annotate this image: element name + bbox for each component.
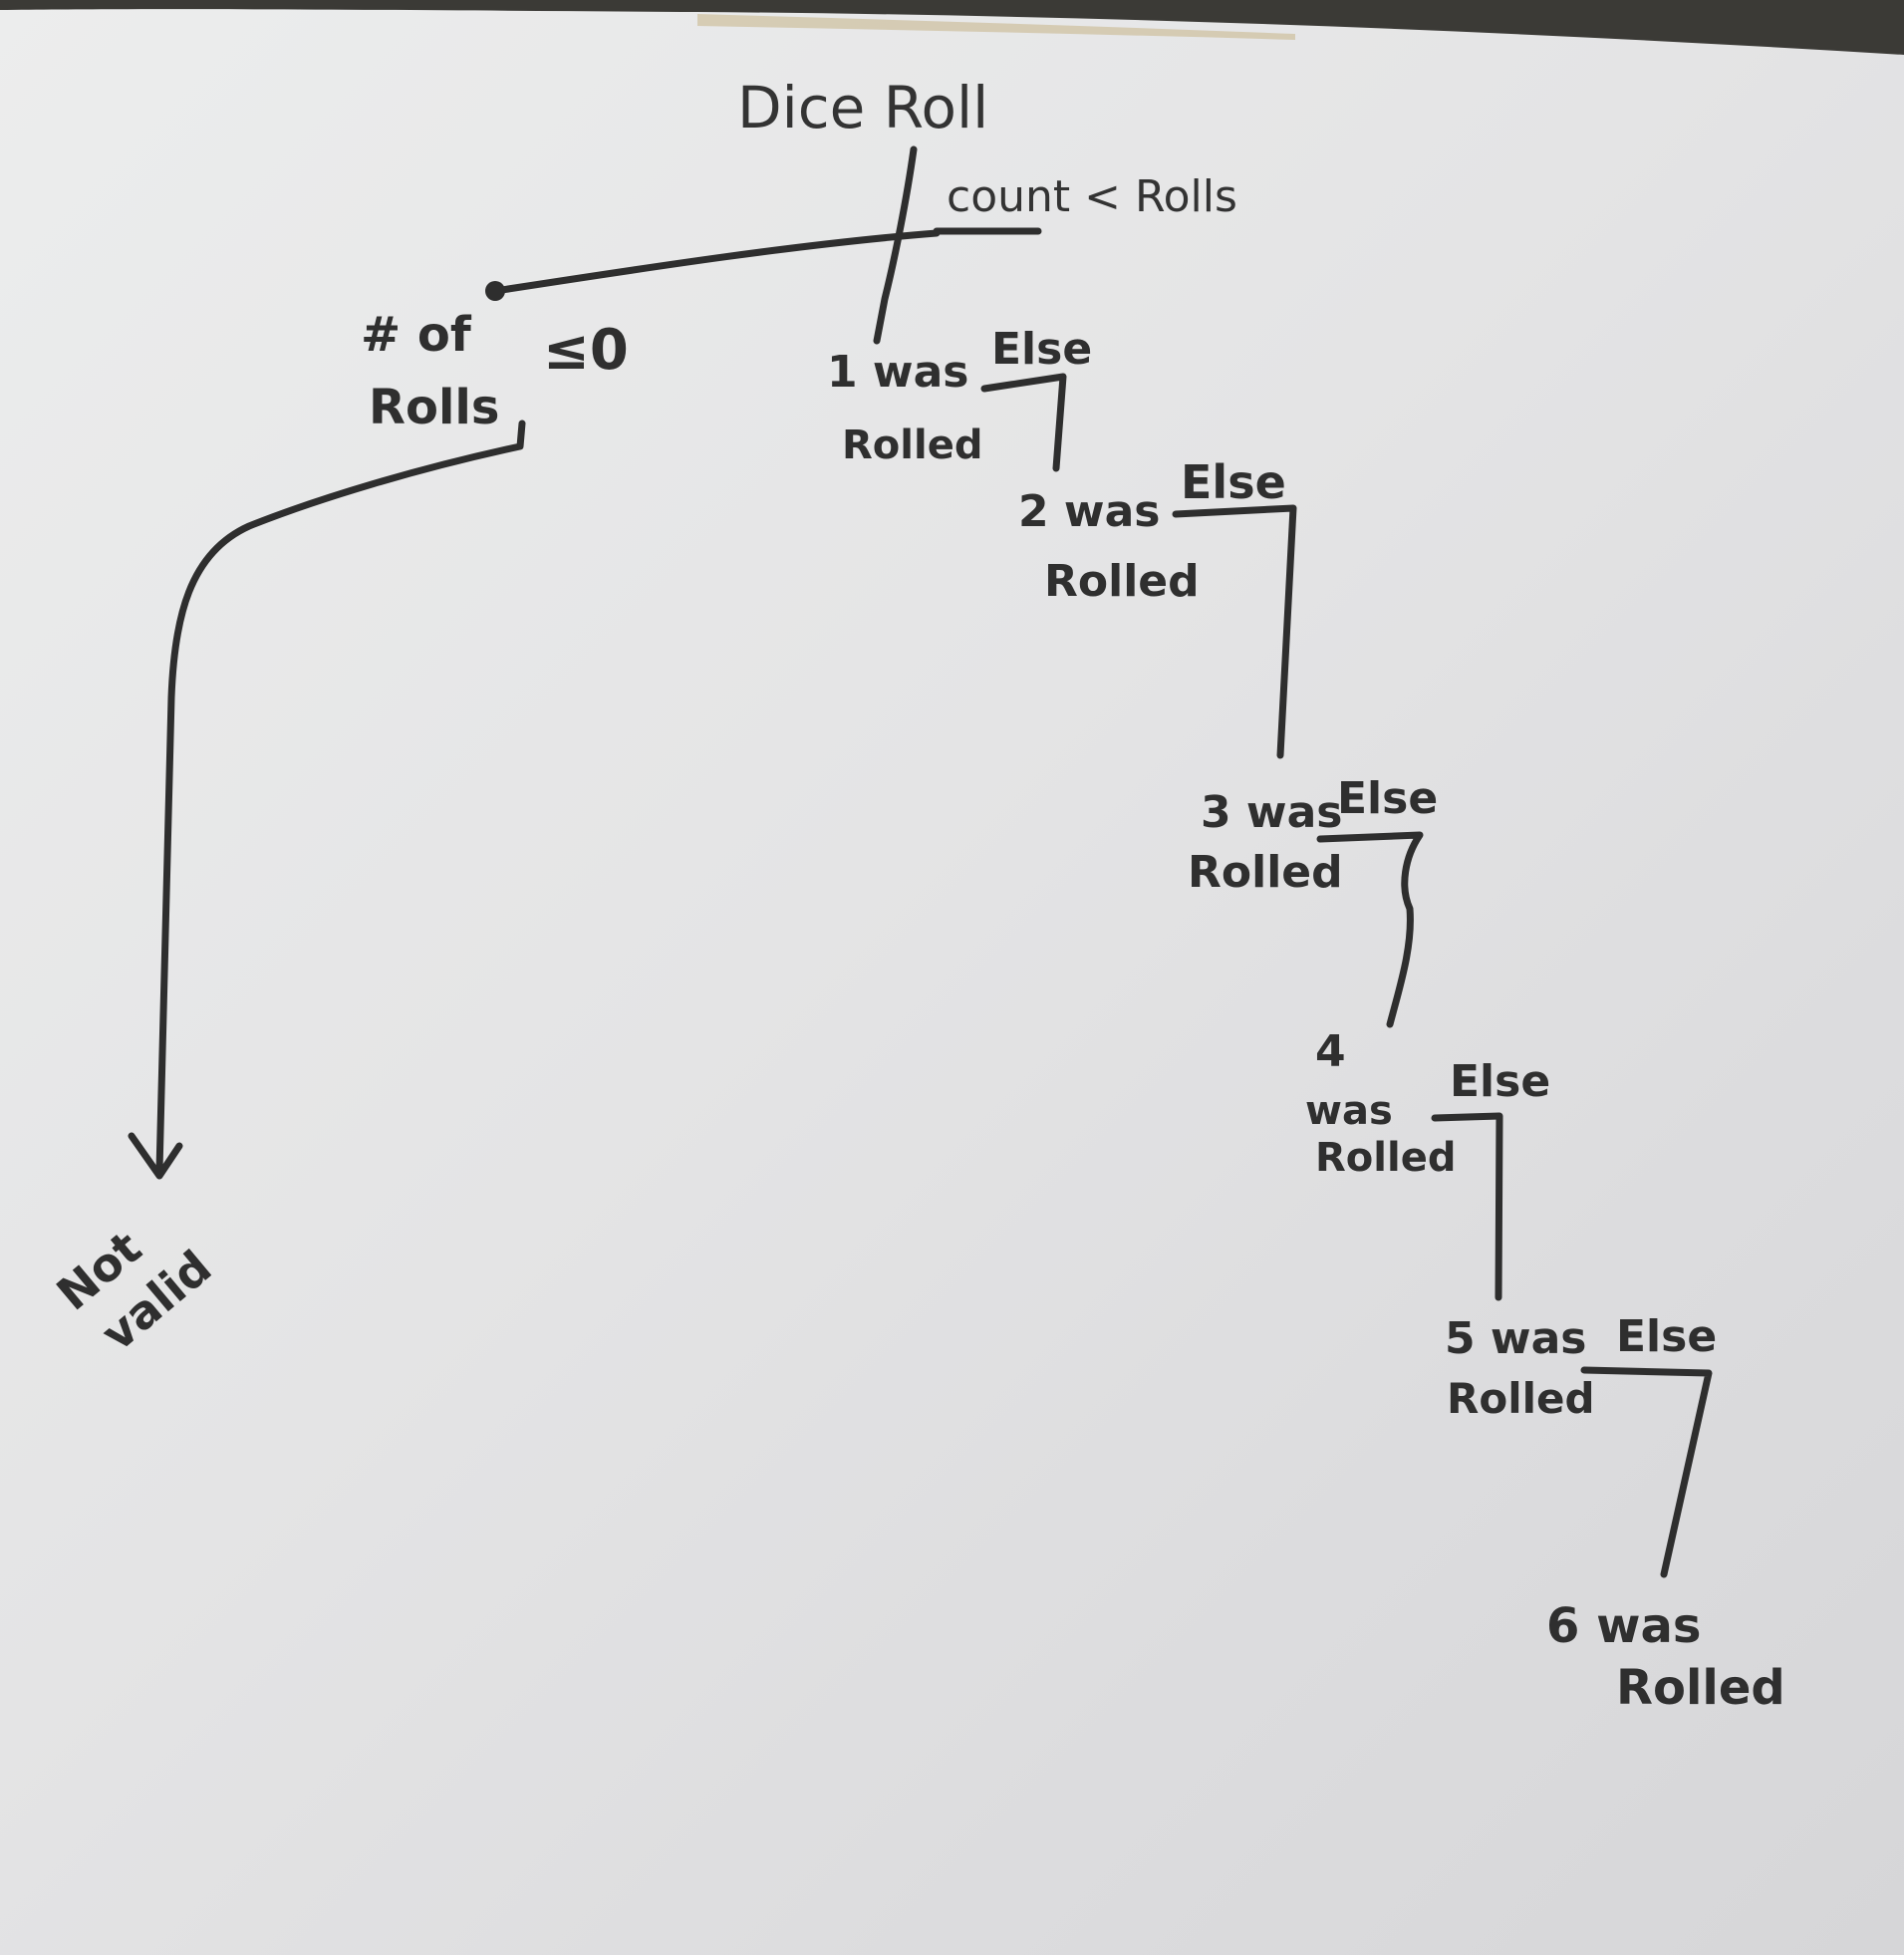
node-6-line2: Rolled	[1616, 1660, 1785, 1716]
loop-condition: count < Rolls	[947, 171, 1237, 222]
node-1-line1: 1 was	[827, 347, 968, 398]
not-valid-result: Not valid	[47, 1221, 222, 1361]
guard-to-not-valid-arrow	[155, 419, 526, 1175]
title-to-node1-line	[873, 145, 918, 345]
node-4-else: Else	[1450, 1056, 1550, 1107]
node-1-else: Else	[991, 324, 1092, 375]
node-4-else-connector	[1431, 1112, 1503, 1301]
node-1-else-connector	[980, 373, 1067, 472]
node-1: 1 was Rolled Else	[827, 324, 1092, 468]
node-3: 3 was Rolled Else	[1188, 773, 1438, 898]
node-5: 5 was Rolled Else	[1445, 1311, 1717, 1423]
node-5-else: Else	[1616, 1311, 1717, 1362]
node-5-line2: Rolled	[1447, 1374, 1595, 1423]
node-4-line3: Rolled	[1315, 1135, 1456, 1181]
node-4: 4 was Rolled Else	[1305, 1026, 1550, 1181]
board-top-highlight	[697, 14, 1295, 40]
guard-label-line1: # of	[361, 307, 472, 363]
node-2-else: Else	[1181, 455, 1286, 509]
guard-connector-dot	[485, 281, 505, 301]
node-3-else: Else	[1337, 773, 1438, 824]
node-3-else-connector	[1316, 831, 1424, 1028]
node-4-line1: 4	[1315, 1026, 1346, 1077]
node-6: 6 was Rolled	[1546, 1598, 1785, 1716]
node-3-line1: 3 was	[1201, 787, 1342, 838]
node-2-line2: Rolled	[1044, 556, 1200, 607]
board-top-edge	[0, 0, 1904, 55]
node-5-else-connector	[1580, 1366, 1713, 1578]
arrow-head	[128, 1132, 183, 1180]
diagram-title: Dice Roll	[737, 74, 988, 141]
node-2-else-connector	[1172, 504, 1297, 759]
guard-connector-line	[491, 229, 941, 295]
node-5-line1: 5 was	[1445, 1313, 1586, 1364]
node-4-line2: was	[1305, 1088, 1393, 1134]
node-1-line2: Rolled	[842, 422, 982, 468]
node-2-line1: 2 was	[1018, 486, 1160, 537]
guard-operator: ≤0	[543, 318, 629, 383]
node-2: 2 was Rolled Else	[1018, 455, 1286, 607]
node-6-line1: 6 was	[1546, 1598, 1701, 1654]
node-3-line2: Rolled	[1188, 847, 1343, 898]
guard-label-line2: Rolls	[369, 380, 499, 435]
